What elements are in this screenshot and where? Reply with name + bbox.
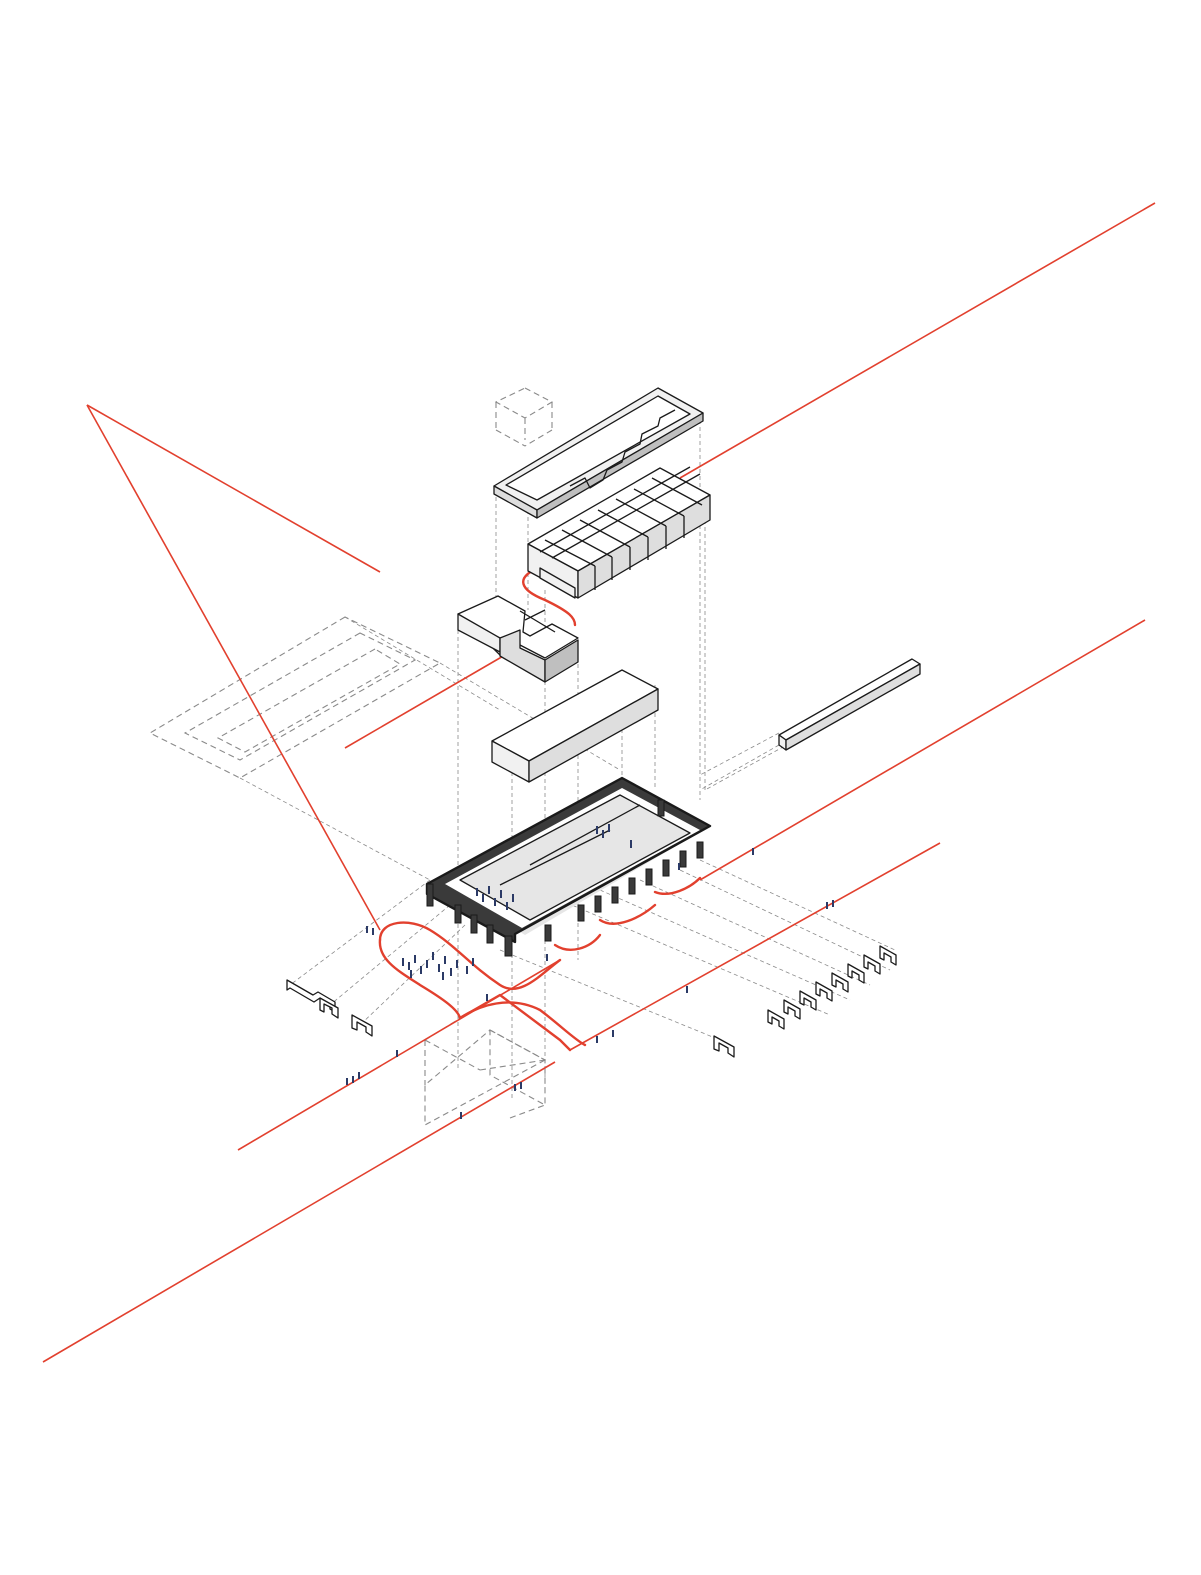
- arch-west-2: [351, 1014, 373, 1037]
- person-figure: [832, 900, 834, 907]
- person-figure: [366, 926, 368, 933]
- people-cluster-hall: [596, 824, 632, 848]
- person-figure: [346, 1078, 348, 1085]
- person-figure: [494, 898, 496, 906]
- people-cluster-inner: [476, 886, 514, 910]
- arch-west-1: [319, 997, 339, 1019]
- long-bar-volume: [778, 658, 921, 751]
- people-scattered: [346, 848, 834, 1119]
- route-bay-3: [653, 876, 702, 895]
- ground-frame: [425, 776, 712, 957]
- person-figure: [372, 928, 374, 935]
- circulation-routes: [42, 202, 1156, 1363]
- person-figure: [512, 894, 514, 902]
- route-upper-diagonal: [679, 202, 1156, 479]
- rectangular-block: [491, 669, 659, 783]
- person-figure: [500, 890, 502, 898]
- person-figure: [456, 960, 458, 968]
- route-l-volume-spur: [344, 654, 506, 749]
- person-figure: [482, 894, 484, 902]
- person-figure: [476, 888, 478, 896]
- arch-row-east: [767, 945, 897, 1030]
- person-figure: [686, 986, 688, 993]
- person-figure: [466, 966, 468, 974]
- person-figure: [602, 830, 604, 838]
- person-figure: [410, 970, 412, 978]
- route-upper-connector: [522, 566, 577, 627]
- person-figure: [596, 1036, 598, 1043]
- route-ground-cross: [458, 993, 572, 1052]
- person-figure: [514, 1084, 516, 1091]
- person-figure: [488, 886, 490, 894]
- person-figure: [352, 1076, 354, 1083]
- people-cluster-plaza: [402, 952, 474, 980]
- route-bay-2: [598, 903, 657, 925]
- person-figure: [472, 958, 474, 966]
- person-figure: [420, 966, 422, 974]
- person-figure: [596, 826, 598, 834]
- person-figure: [432, 952, 434, 960]
- person-figure: [444, 956, 446, 964]
- stepped-volume: [527, 466, 711, 599]
- person-figure: [608, 824, 610, 832]
- person-figure: [826, 902, 828, 909]
- person-figure: [612, 1030, 614, 1037]
- person-figure: [402, 958, 404, 966]
- ghost-plot-outline: [148, 616, 442, 779]
- people-figures: [346, 824, 834, 1119]
- roof-frame: [493, 387, 704, 519]
- arch-west-large: [286, 979, 336, 1013]
- person-figure: [396, 1050, 398, 1057]
- person-figure: [450, 968, 452, 976]
- route-west-diagonal: [86, 404, 381, 573]
- person-figure: [630, 840, 632, 848]
- route-east-lower: [569, 842, 941, 1051]
- person-figure: [752, 848, 754, 855]
- person-figure: [486, 994, 488, 1001]
- person-figure: [520, 1082, 522, 1089]
- entrance-arches: [286, 945, 897, 1058]
- l-shaped-volume: [457, 595, 579, 683]
- route-ground-loop-mid: [378, 938, 587, 1047]
- arch-south: [713, 1035, 735, 1058]
- route-east-main: [699, 619, 1146, 881]
- route-bay-1: [553, 933, 602, 951]
- person-figure: [506, 902, 508, 910]
- route-southwest-long: [42, 1061, 556, 1363]
- person-figure: [546, 954, 548, 961]
- person-figure: [426, 960, 428, 968]
- route-ground-loop-outer: [378, 921, 562, 991]
- person-figure: [460, 1112, 462, 1119]
- person-figure: [358, 1072, 360, 1079]
- route-southwest: [237, 959, 561, 1151]
- person-figure: [678, 863, 680, 870]
- person-figure: [442, 972, 444, 980]
- route-west: [86, 404, 381, 931]
- person-figure: [414, 955, 416, 963]
- projection-guides: [239, 420, 920, 1100]
- person-figure: [438, 964, 440, 972]
- person-figure: [408, 962, 410, 970]
